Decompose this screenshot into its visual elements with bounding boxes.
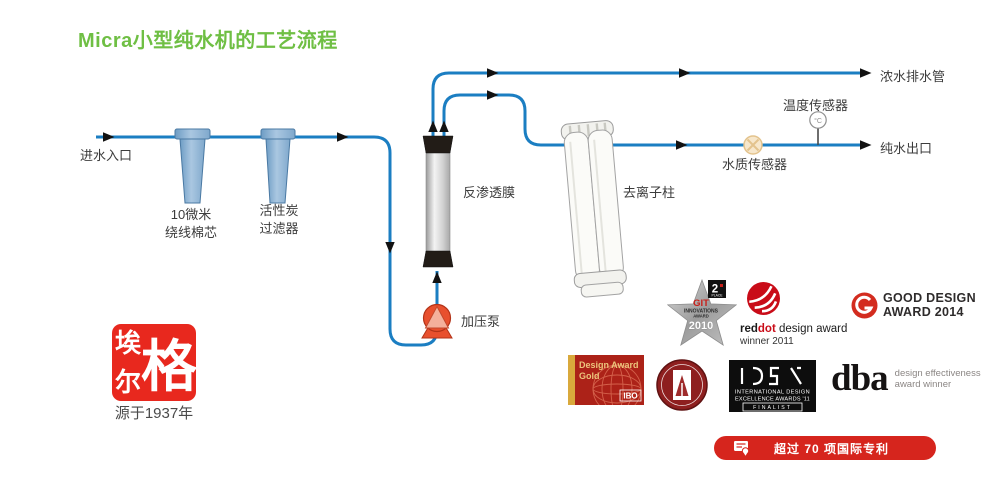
- label-filter2-line1: 活性炭: [259, 203, 299, 218]
- label-temp-sensor: 温度传感器: [783, 98, 849, 113]
- dba-name: dba: [831, 358, 889, 399]
- reddot-award: reddot design award winner 2011: [740, 281, 852, 347]
- circular-medal-award: [655, 357, 709, 418]
- idea-line1: INTERNATIONAL DESIGN: [735, 390, 810, 396]
- certificate-icon: [733, 440, 751, 456]
- label-filter2-line2: 过滤器: [259, 221, 299, 236]
- arrow-icon: [487, 68, 499, 78]
- label-filter2: 活性炭 过滤器: [246, 202, 312, 238]
- git-year: 2010: [689, 320, 713, 332]
- label-pure-outlet: 纯水出口: [880, 141, 933, 156]
- git-line2: AWARD: [693, 314, 709, 319]
- git-star-icon: GIT INNOVATIONS AWARD 2010 2 PLACE: [666, 278, 738, 347]
- flow-arrows: [103, 68, 872, 283]
- git-name: GIT: [693, 298, 709, 309]
- temp-sensor-unit: °C: [814, 117, 822, 125]
- seal-left-column: 埃 尔: [115, 328, 141, 397]
- arrow-icon: [860, 68, 872, 78]
- water-quality-sensor: [743, 135, 763, 155]
- label-inlet: 进水入口: [80, 148, 133, 163]
- idsa-glyphs-icon: [740, 366, 802, 386]
- ibo-line2: Gold: [579, 371, 600, 381]
- pipe-membrane-to-drain: [431, 71, 866, 152]
- arrow-icon: [860, 140, 872, 150]
- good-design-line2: AWARD 2014: [883, 305, 964, 319]
- brand-tagline: 源于1937年: [114, 405, 194, 422]
- dba-award: dba design effectiveness award winner: [831, 358, 981, 399]
- dba-line2: award winner: [894, 379, 952, 390]
- reddot-icon: [747, 282, 780, 315]
- medal-icon: [656, 359, 708, 411]
- arrow-icon: [679, 68, 691, 78]
- arrow-icon: [103, 132, 115, 142]
- ibo-line1: Design Award: [579, 360, 639, 370]
- patent-banner: 超过 70 项国际专利: [714, 436, 936, 460]
- brand-seal: 埃 尔 格: [112, 324, 198, 401]
- git-innovations-award: GIT INNOVATIONS AWARD 2010 2 PLACE: [666, 277, 738, 347]
- ibo-name: IBO: [623, 392, 637, 401]
- idea-line3: FINALIST: [753, 405, 792, 411]
- git-badge-label: PLACE: [711, 294, 723, 298]
- arrow-icon: [432, 271, 442, 283]
- arrow-icon: [676, 140, 688, 150]
- seal-char-right: 格: [141, 335, 198, 398]
- patent-banner-text: 超过 70 项国际专利: [773, 441, 890, 456]
- good-design-award: GOOD DESIGN AWARD 2014: [851, 291, 976, 319]
- good-design-text: GOOD DESIGN AWARD 2014: [883, 291, 976, 319]
- idea-logo: INTERNATIONAL DESIGN EXCELLENCE AWARDS '…: [729, 360, 816, 412]
- git-place-badge: 2 PLACE: [708, 280, 726, 298]
- pipe-membrane-to-outlet: [442, 93, 866, 152]
- reddot-part2: dot: [757, 323, 776, 335]
- label-quality-sensor: 水质传感器: [722, 157, 788, 172]
- reddot-winner: winner 2011: [740, 336, 794, 347]
- git-badge-number: 2: [712, 284, 718, 296]
- arrow-icon: [439, 120, 449, 132]
- dba-subtitle: design effectiveness award winner: [895, 368, 981, 390]
- label-filter1-line1: 10微米: [170, 207, 212, 222]
- filter-cartridge-10micron: [174, 128, 211, 204]
- label-pump: 加压泵: [461, 314, 501, 329]
- label-filter1-line2: 绕线棉芯: [164, 225, 217, 240]
- arrow-icon: [487, 90, 499, 100]
- ro-membrane: [422, 135, 454, 268]
- ibo-design-award: Design Award Gold IBO: [568, 355, 644, 410]
- git-line1: INNOVATIONS: [684, 309, 719, 315]
- idea-line2: EXCELLENCE AWARDS '11: [735, 397, 810, 403]
- pipe-inlet-to-pump: [96, 135, 439, 347]
- label-membrane: 反渗透膜: [463, 185, 516, 200]
- label-drain-outlet: 浓水排水管: [880, 69, 946, 84]
- filter-cartridge-carbon: [260, 128, 296, 204]
- reddot-part1: red: [740, 323, 758, 335]
- idea-award: INTERNATIONAL DESIGN EXCELLENCE AWARDS '…: [729, 360, 816, 417]
- dba-line1: design effectiveness: [894, 368, 981, 379]
- seal-char-top-left: 埃: [115, 328, 142, 358]
- ibo-logo: Design Award Gold IBO: [568, 355, 644, 405]
- reddot-part3: design award: [775, 323, 848, 335]
- pressure-pump: [421, 303, 453, 339]
- good-design-g-icon: [851, 292, 878, 318]
- arrow-icon: [385, 242, 395, 254]
- di-column: [560, 120, 627, 298]
- reddot-title: reddot design award: [740, 323, 852, 335]
- pipes: [96, 71, 866, 347]
- temperature-sensor: °C: [809, 111, 827, 145]
- arrow-icon: [428, 120, 438, 132]
- seal-char-bottom-left: 尔: [115, 367, 142, 397]
- label-filter1: 10微米 绕线棉芯: [158, 206, 224, 242]
- page-title: Micra小型纯水机的工艺流程: [78, 30, 338, 52]
- good-design-line1: GOOD DESIGN: [883, 291, 976, 305]
- arrow-icon: [337, 132, 349, 142]
- label-di-column: 去离子柱: [623, 185, 676, 200]
